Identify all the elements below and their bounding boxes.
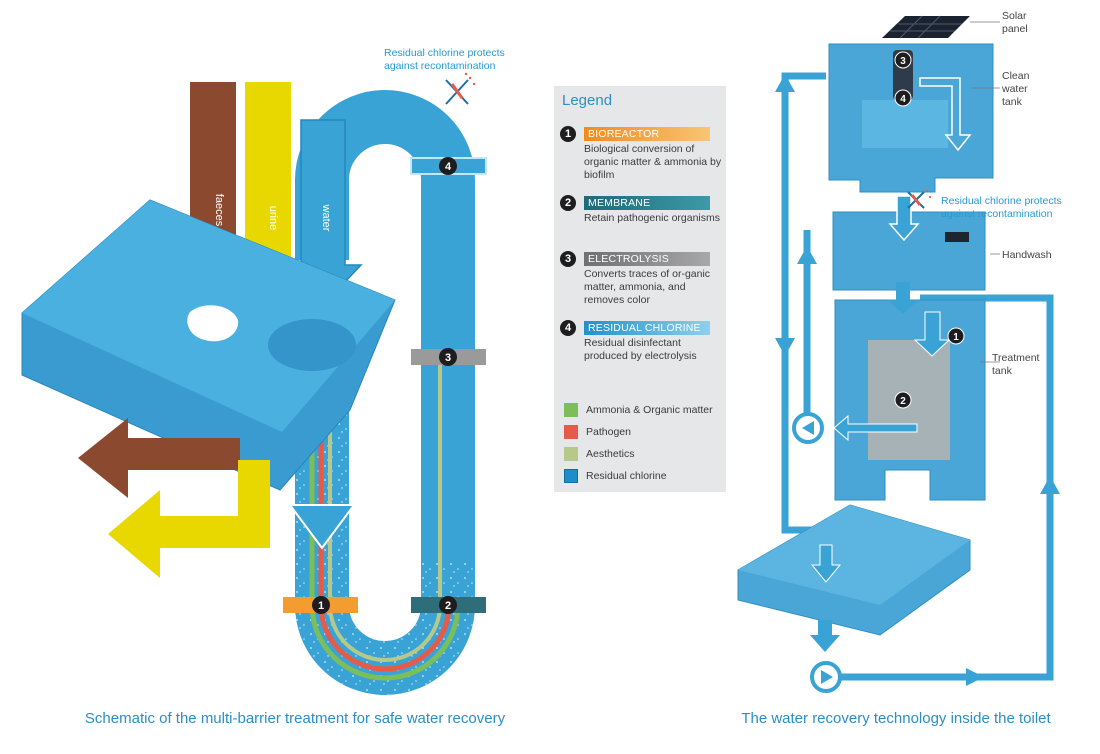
step-number: 3 (560, 251, 576, 267)
step-number: 1 (560, 126, 576, 142)
handwash-unit (832, 211, 986, 291)
key-label: Pathogen (586, 426, 631, 438)
marker-3: 3 (439, 348, 457, 366)
step-description: Converts traces of or-ganic matter, ammo… (584, 268, 711, 306)
svg-text:2: 2 (445, 600, 451, 612)
schematic-chlorine-note: Residual chlorine protects against recon… (384, 47, 508, 72)
legend-key-aesthetics: Aesthetics (564, 446, 724, 462)
schematic-diagram: faeces urine water 4 3 2 1 Residual chlo… (21, 47, 508, 727)
pathogen-stream (318, 420, 452, 672)
pan-down-arrow (810, 620, 840, 652)
legend-panel: Legend 1 BIOREACTOR Biological conversio… (554, 86, 726, 492)
step-description: Retain pathogenic organisms (584, 212, 720, 224)
loop-arrow-down (775, 338, 795, 356)
color-swatch (564, 425, 578, 439)
svg-text:1: 1 (953, 332, 959, 343)
treatment-inflow-arrow (913, 311, 951, 357)
toilet-caption: The water recovery technology inside the… (741, 710, 1051, 727)
lower-pump-icon (810, 661, 842, 693)
step-name: ELECTROLYSIS (584, 252, 710, 266)
loop-arrow-right (966, 668, 984, 686)
legend-key-chlorine: Residual chlorine (564, 468, 724, 484)
legend-key-ammonia: Ammonia & Organic matter (564, 402, 724, 418)
aesthetics-stream (328, 360, 442, 662)
legend-title: Legend (562, 92, 613, 109)
faeces-out-arrow (78, 418, 240, 498)
svg-text:3: 3 (900, 56, 906, 67)
toilet-blocked-pathogen-icon (907, 189, 932, 209)
marker-1: 1 (312, 596, 330, 614)
loop-arrow-up (1040, 476, 1060, 494)
toilet-chlorine-note: Residual chlorine protects against recon… (941, 195, 1065, 220)
toilet-diagram: 3 4 1 2 (737, 10, 1065, 727)
feed-arrow-up (797, 246, 817, 264)
callout-lines (970, 21, 1000, 363)
step-number: 2 (560, 195, 576, 211)
step-name: RESIDUAL CHLORINE (584, 321, 710, 335)
toilet-marker-3: 3 (894, 51, 912, 69)
step-description: Biological conversion of organic matter … (584, 143, 722, 181)
tank-inflow-arrow (919, 77, 972, 152)
color-swatch (564, 469, 578, 483)
treatment-tank-label: Treatment tank (992, 352, 1042, 377)
svg-text:3: 3 (445, 352, 451, 364)
water-label: water (320, 204, 332, 232)
color-swatch (564, 403, 578, 417)
faeces-label: faeces (213, 194, 225, 227)
step-description: Residual disinfectant produced by electr… (584, 337, 697, 362)
step-name: MEMBRANE (584, 196, 710, 210)
solar-panel-icon (882, 16, 970, 38)
schematic-caption: Schematic of the multi-barrier treatment… (85, 710, 506, 727)
toilet-marker-4: 4 (894, 89, 912, 107)
marker-2: 2 (439, 596, 457, 614)
key-label: Residual chlorine (586, 470, 667, 482)
upper-pump-icon (792, 412, 824, 444)
svg-text:4: 4 (445, 161, 452, 173)
handwash-label: Handwash (1002, 249, 1052, 261)
solar-panel-label: Solar panel (1002, 10, 1029, 35)
down-flow-arrow (288, 504, 356, 550)
key-label: Aesthetics (586, 448, 635, 460)
treatment-down-arrow (888, 282, 918, 314)
blocked-pathogen-icon (445, 72, 476, 105)
step-number: 4 (560, 320, 576, 336)
color-swatch (564, 447, 578, 461)
toilet-pan-hole (187, 305, 239, 342)
organic-stream (309, 420, 461, 681)
pan-inflow-arrow (810, 544, 842, 583)
urine-label: urine (267, 206, 279, 230)
handwash-down-arrow (888, 195, 920, 242)
svg-text:4: 4 (900, 94, 906, 105)
svg-text:2: 2 (900, 396, 906, 407)
clean-tank-label: Clean water tank (1001, 70, 1032, 108)
toilet-bowl (268, 319, 356, 371)
step-name: BIOREACTOR (584, 127, 710, 141)
svg-text:1: 1 (318, 600, 324, 612)
toilet-marker-1: 1 (947, 327, 965, 345)
marker-4: 4 (439, 157, 457, 175)
legend-key-pathogen: Pathogen (564, 424, 724, 440)
loop-arrow-top (775, 74, 795, 92)
toilet-marker-2: 2 (894, 391, 912, 409)
key-label: Ammonia & Organic matter (586, 404, 713, 416)
urine-out-arrow (108, 460, 270, 578)
membrane-outflow-arrow (833, 414, 918, 442)
